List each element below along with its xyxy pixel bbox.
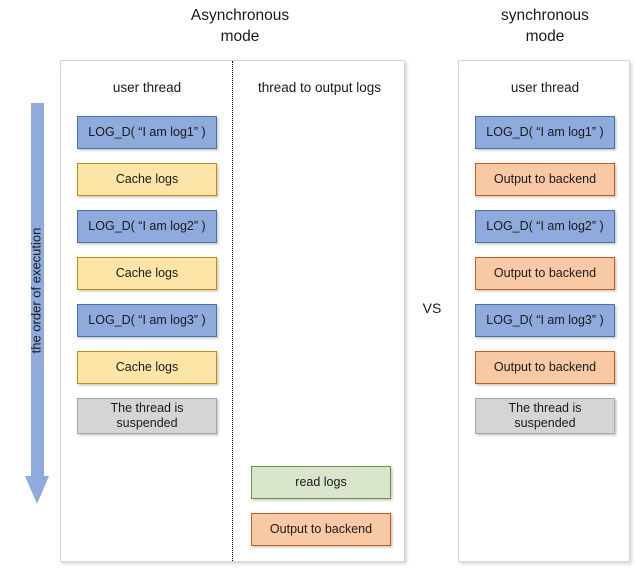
async-mode-title: Asynchronous mode: [190, 7, 290, 45]
arrow-shaft-icon: [31, 103, 44, 478]
sync-step-log-call-1[interactable]: LOG_D( “I am log1” ): [475, 116, 615, 149]
sync-step-log-call-3[interactable]: LOG_D( “I am log3” ): [475, 304, 615, 337]
sync-step-thread-suspended[interactable]: The thread is suspended: [475, 398, 615, 434]
sync-step-log-call-2[interactable]: LOG_D( “I am log2” ): [475, 210, 615, 243]
async-step-log-call-1[interactable]: LOG_D( “I am log1” ): [77, 116, 217, 149]
column-header-output-logs: thread to output logs: [257, 80, 382, 95]
async-step-thread-suspended[interactable]: The thread is suspended: [77, 398, 217, 434]
async-step-log-call-2[interactable]: LOG_D( “I am log2” ): [77, 210, 217, 243]
async-step-read-logs[interactable]: read logs: [251, 466, 391, 499]
sync-mode-title: synchronous mode: [501, 7, 589, 45]
arrow-down-icon: [25, 476, 49, 504]
thread-divider: [232, 61, 233, 561]
async-step-cache-logs-1[interactable]: Cache logs: [77, 163, 217, 196]
column-header-user-thread-sync: user thread: [510, 80, 580, 95]
order-of-execution-label: the order of execution: [28, 227, 44, 354]
sync-mode-panel: user thread LOG_D( “I am log1” ) Output …: [458, 60, 630, 562]
versus-label: VS: [422, 300, 442, 316]
async-step-cache-logs-3[interactable]: Cache logs: [77, 351, 217, 384]
sync-step-output-to-backend-2[interactable]: Output to backend: [475, 257, 615, 290]
async-step-cache-logs-2[interactable]: Cache logs: [77, 257, 217, 290]
async-step-output-to-backend[interactable]: Output to backend: [251, 513, 391, 546]
order-of-execution-arrow: the order of execution: [18, 103, 58, 508]
async-mode-panel: user thread thread to output logs LOG_D(…: [60, 60, 405, 562]
sync-step-output-to-backend-3[interactable]: Output to backend: [475, 351, 615, 384]
async-step-log-call-3[interactable]: LOG_D( “I am log3” ): [77, 304, 217, 337]
column-header-user-thread-async: user thread: [112, 80, 182, 95]
sync-step-output-to-backend-1[interactable]: Output to backend: [475, 163, 615, 196]
